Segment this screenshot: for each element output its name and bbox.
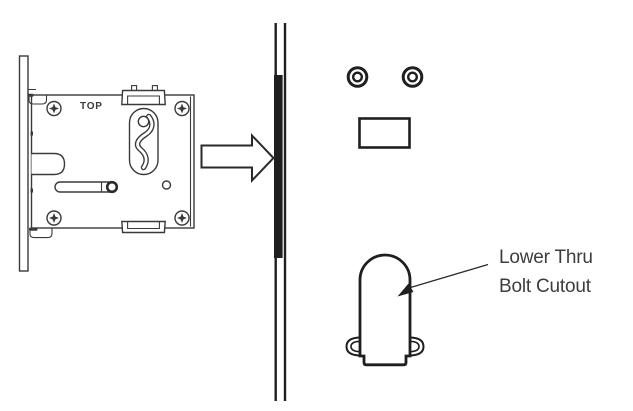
lock-top-clip [27, 93, 48, 105]
lower-thru-bolt-cutout [345, 253, 425, 367]
thru-bolt-hole-icon [401, 66, 424, 88]
clip-outline [28, 95, 48, 105]
clip-weld [27, 93, 34, 97]
lock-bottom-clip [29, 227, 53, 239]
screw-icon [174, 210, 190, 226]
clip-outline [29, 228, 53, 239]
door-face-cutouts [345, 66, 425, 367]
edge-tick [30, 188, 33, 193]
leader-line [410, 263, 489, 289]
lock-top-tab [121, 85, 166, 106]
cutout-ear [345, 336, 362, 357]
annotation-text: Lower Thru Bolt Cutout [499, 244, 629, 301]
insertion-arrow-icon [200, 133, 275, 183]
latch-opening [31, 152, 66, 176]
spindle-cutout [358, 117, 411, 149]
screw-icon [46, 210, 62, 226]
pin-hole [161, 180, 172, 190]
cutout-outline [358, 253, 412, 367]
annotation-line-2: Bolt Cutout [499, 275, 591, 297]
edge-tick [30, 131, 33, 136]
door-edge [274, 23, 287, 401]
spindle-lever [54, 180, 119, 194]
lock-bottom-tab [121, 220, 166, 234]
lever-pin [105, 180, 119, 194]
cutout-ear-inner [350, 340, 362, 353]
annotation-line-1: Lower Thru [499, 247, 593, 268]
tab-outline [121, 89, 166, 106]
screw-icon [174, 100, 190, 117]
tab-inner-line [127, 95, 160, 104]
door-edge-line [283, 23, 287, 401]
cam-slot-s-track-inner [136, 115, 154, 169]
cam-slot [128, 107, 159, 176]
annotation-leader [397, 263, 489, 297]
thru-bolt-hole-icon [346, 66, 369, 88]
top-label: TOP [80, 101, 103, 112]
annotation-arrowhead-icon [397, 283, 414, 297]
screw-icon [46, 100, 62, 117]
mortise-lock-drawing [18, 55, 195, 272]
lock-top-hook [27, 88, 36, 95]
tab-inner-line [127, 222, 160, 230]
cam-pivot-hole [137, 115, 150, 128]
tab-outline [121, 220, 166, 234]
clip-weld [29, 227, 38, 231]
cutout-ear-inner [408, 340, 420, 353]
mortise-pocket [274, 75, 283, 258]
lock-faceplate [18, 55, 29, 272]
cutout-ear [408, 336, 425, 357]
